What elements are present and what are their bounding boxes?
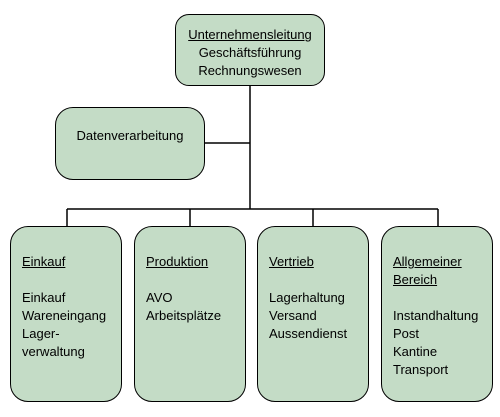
box-allgemeiner-bereich: Allgemeiner Bereich Instandhaltung Post … — [381, 226, 493, 402]
list-item: Versand — [269, 308, 317, 323]
list-item: Lagerhaltung — [269, 290, 345, 305]
box-produktion: Produktion AVO Arbeitsplätze — [134, 226, 246, 402]
dept-title-line-2: Bereich — [393, 272, 438, 287]
list-item: Aussendienst — [269, 326, 348, 341]
top-line-1: Geschäftsführung — [198, 45, 302, 60]
box-vertrieb: Vertrieb Lagerhaltung Versand Aussendien… — [257, 226, 369, 402]
dept-title: Produktion — [146, 254, 209, 269]
dept-title: Einkauf — [22, 254, 66, 269]
dept-title-line-1: Allgemeiner — [393, 254, 462, 269]
staff-label: Datenverarbeitung — [76, 128, 184, 143]
dept-item-list: Lagerhaltung Versand Aussendienst — [269, 289, 368, 343]
top-title: Unternehmensleitung — [188, 27, 312, 42]
list-item: Post — [393, 326, 420, 341]
list-item: Instandhaltung — [393, 308, 479, 323]
list-item: Arbeitsplätze — [146, 308, 222, 323]
list-item: Wareneingang — [22, 308, 107, 323]
box-unternehmensleitung: Unternehmensleitung Geschäftsführung Rec… — [175, 14, 325, 86]
dept-title: Vertrieb — [269, 254, 314, 269]
top-line-2: Rechnungswesen — [198, 63, 302, 78]
list-item: Transport — [393, 362, 449, 377]
dept-item-list: Einkauf Wareneingang Lager- verwaltung — [22, 289, 121, 361]
list-item: Einkauf — [22, 290, 66, 305]
list-item: Kantine — [393, 344, 438, 359]
dept-item-list: AVO Arbeitsplätze — [146, 289, 245, 325]
box-datenverarbeitung: Datenverarbeitung — [55, 107, 205, 180]
list-item: verwaltung — [22, 344, 85, 359]
list-item: Lager- — [22, 326, 60, 341]
box-einkauf: Einkauf Einkauf Wareneingang Lager- verw… — [10, 226, 122, 402]
dept-item-list: Instandhaltung Post Kantine Transport — [393, 307, 492, 379]
list-item: AVO — [146, 290, 173, 305]
